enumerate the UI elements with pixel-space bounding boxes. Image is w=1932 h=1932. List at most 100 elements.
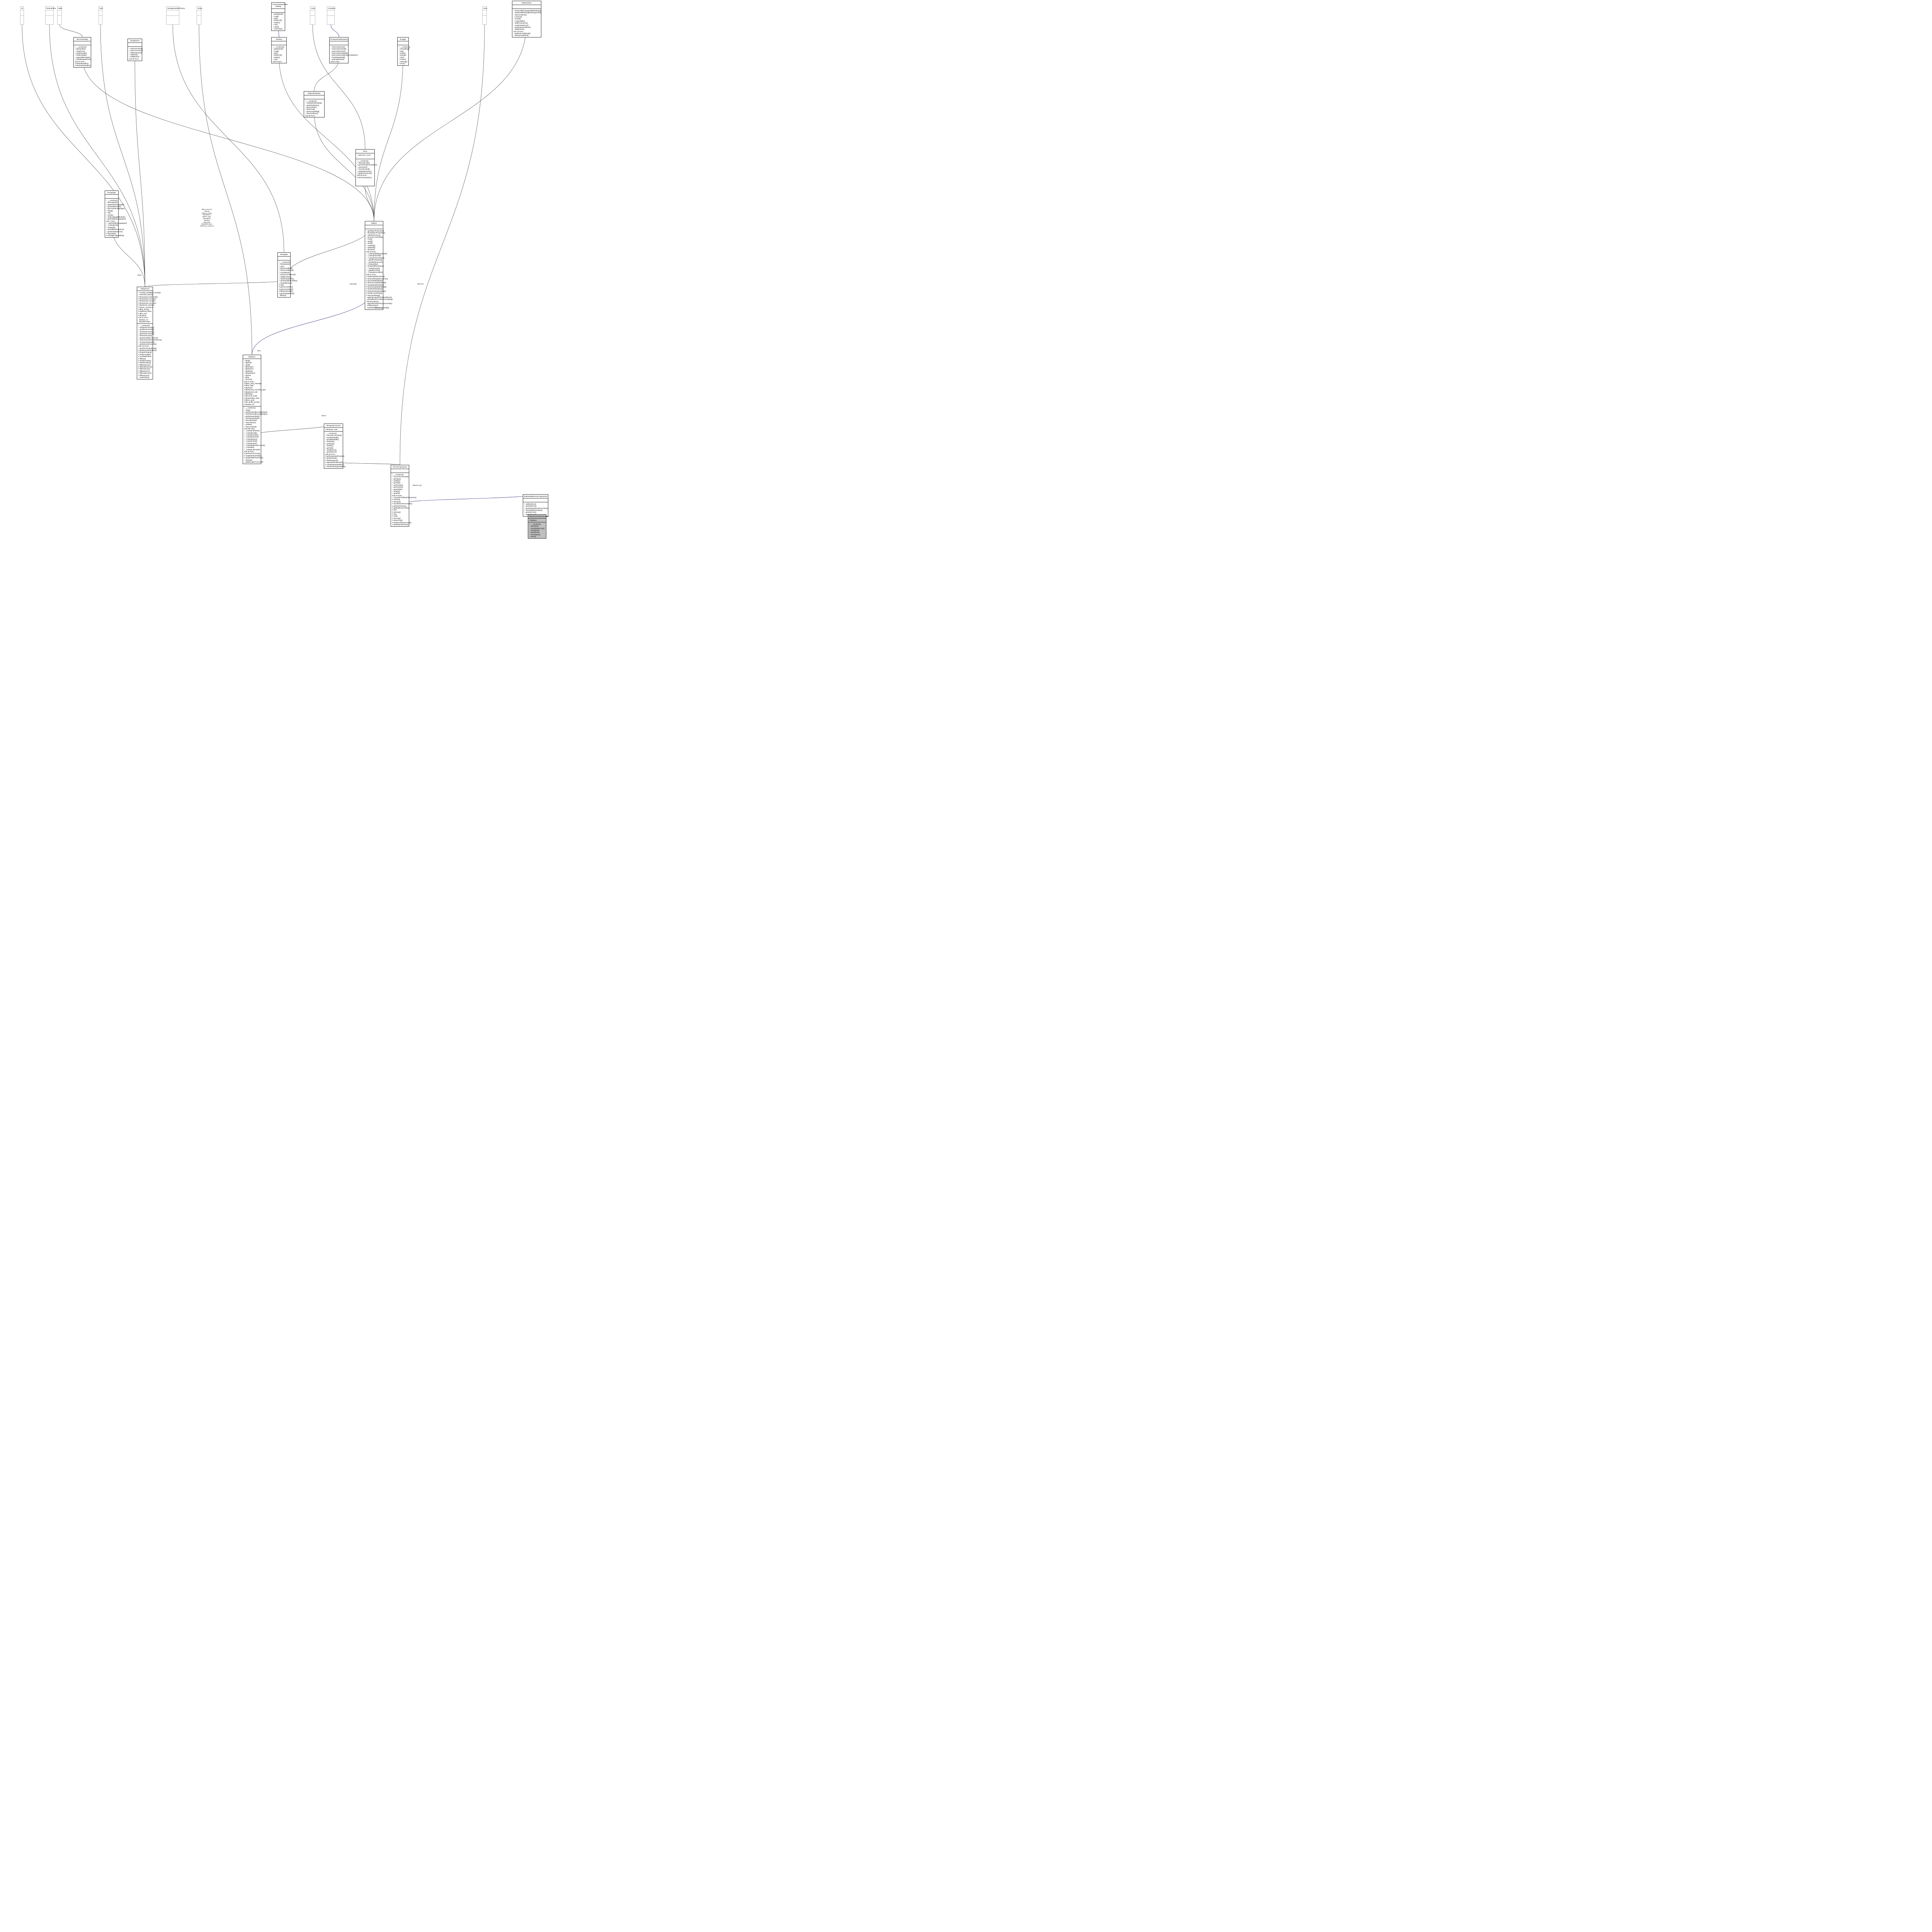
class-name: ilErrorHandling [74,37,91,42]
class-attributes [365,225,383,230]
edge-layer [22,22,606,532]
class-attributes [272,41,286,46]
class-operations [327,16,334,21]
usage-edge [400,24,485,465]
usage-edge [284,221,374,281]
class-name: static [58,7,62,11]
edge-label: #$events [417,283,424,285]
class-node-iltoolbargui[interactable]: ilToolbarGUI + setFormAction() + getForm… [128,39,143,61]
class-operations: + __construct() + executeCommand() + get… [392,473,417,526]
class-node-container[interactable]: Container [327,6,335,25]
class-node-ilerrorhandling[interactable]: ilErrorHandling + __construct() + getHan… [73,37,91,68]
class-operations: + __construct() + blockExists() + get() … [279,261,298,296]
class-attributes [128,43,142,47]
class-attributes: + FILTER_NUMBER_RANGE + EXPORT_EXCEL # $… [137,291,161,324]
class-name: StorageHandlerFactory [167,7,185,11]
class-operations: + setFormAction() + getFormAction() + ad… [129,47,143,60]
class-name: const [310,7,315,11]
class-operations [99,16,102,21]
class-name: ilPropertyFormGUI [324,424,343,428]
edge-label: #$user [321,415,327,417]
inheritance-edge [252,288,374,355]
class-name: ilTable2GUI [137,287,153,291]
class-name: int [20,7,24,11]
class-node-ilcomponentrepository[interactable]: ilComponentRepository + hasComponent() +… [329,37,358,64]
class-node-array[interactable]: array [482,6,487,25]
class-name: ilRandomTestROInputGUI [528,515,549,519]
class-attributes [483,10,486,16]
class-attributes [512,5,541,9]
class-name: ilDBInterface [512,1,541,5]
class-name: ilSetting [272,37,286,42]
edge-label: #$parent_gui [413,484,422,486]
class-attributes: # $onload_code [324,428,343,432]
class-node-ilpropertyformgui[interactable]: ilPropertyFormGUI # $onload_code + __con… [324,423,345,469]
class-node-ilobjdefinition[interactable]: ilObjectDefinition + __construct() + rea… [304,91,325,118]
class-node-string[interactable]: string [197,6,202,25]
class-node-ilobjuser[interactable]: ilObjUser + $login + $gender + $utitle +… [243,355,267,464]
class-node-ilobject[interactable]: ilObject + getObjectProperties() + flush… [365,221,393,310]
class-operations: + __construct() + executeCommand() + set… [325,432,345,468]
class-name: ilObjUser [243,355,261,359]
class-attributes: + DEFAULT_GAP ... [356,153,374,160]
usage-edge [252,423,333,436]
class-attributes [272,9,285,13]
class-node-ilformpropertygui[interactable]: ilFormPropertyGUI + __construct() + exec… [391,465,417,527]
class-operations: + doesCollationSupportMB4Strings() + san… [514,9,541,37]
class-name: ilLogger [398,37,408,42]
class-node-setting[interactable]: ILIAS\Administration \Setting + getModul… [271,2,288,31]
class-name: ilFormPropertyGUI [391,465,409,469]
usage-edge [172,24,284,252]
class-name: ilLanguage [105,191,118,195]
class-attributes [99,10,102,16]
class-operations: + __construct() + initLangCode() + getTr… [357,160,377,179]
class-node-ildbinterface[interactable]: ilDBInterface + doesCollationSupportMB4S… [512,1,541,38]
class-node-ilsubenabledformpropertygui[interactable]: ilSubEnabledFormPropertyGUI + addSubItem… [523,494,548,517]
class-node-iltree[interactable]: ilTree + DEFAULT_GAP ... + __construct()… [355,149,377,186]
class-node-runinterface[interactable]: RunInterface [45,6,56,25]
class-node-static[interactable]: static [57,6,62,25]
class-name: ilSubEnabledFormPropertyGUI [523,495,548,499]
edge-label: #$ext_account +$email +$phone_office +$i… [200,208,214,229]
class-node-logger[interactable]: ilLogger + __construct() + isHandling() … [397,37,410,66]
usage-edge [145,280,284,287]
class-operations: + __construct() + read() + getPasswordEn… [244,407,267,463]
class-attributes [58,10,61,16]
class-operations [310,16,315,21]
usage-edge [49,24,145,287]
class-node-iltemplate[interactable]: ilTemplate + __construct() + blockExists… [277,252,298,298]
usage-edge [134,56,145,287]
edge-label: -$irss [257,350,261,352]
class-attributes [327,10,334,16]
usage-edge [279,55,374,221]
class-operations: + __construct() + getLangKey() + getDefa… [106,199,127,237]
class-operations: + __construct() + getHandler() + raiseEr… [75,46,91,67]
class-node-illanguage[interactable]: ilLanguage + __construct() + getLangKey(… [105,190,127,238]
class-operations [483,16,486,21]
usage-edge [59,24,82,37]
class-node-ilrandomtestroinputgui[interactable]: ilRandomTestROInputGUI # $values + __con… [528,514,549,539]
class-node-const[interactable]: const [310,6,315,25]
class-attributes [74,41,91,46]
class-operations: + hasComponent() + hasComponentId() + ge… [331,46,358,63]
class-node-bool[interactable]: bool [99,6,103,25]
class-operations: + __construct() + isHandling() + log() +… [399,46,410,65]
class-node-iltable2gui[interactable]: ilTable2GUI + FILTER_NUMBER_RANGE + EXPO… [137,287,162,379]
class-operations: + __construct() + getModule() + read() +… [273,46,284,63]
class-operations: + __construct() + setOpenFormTag() + get… [138,324,162,378]
class-attributes [304,95,324,100]
class-name: ilObject [365,221,383,226]
class-node-storagehandlerfactory[interactable]: StorageHandlerFactory [166,6,185,25]
class-node-int[interactable]: int [20,6,24,25]
class-name: string [197,7,202,11]
class-operations: + __construct() + readDefinitionData() +… [305,100,322,117]
class-name: bool [99,7,103,11]
class-operations [167,16,179,21]
class-name: ilComponentRepository [330,37,348,42]
class-operations [46,16,53,21]
class-node-ilsetting[interactable]: ilSetting + __construct() + getModule() … [271,37,287,64]
class-name: ILIAS\Administration \Setting [272,3,288,9]
class-name: Container [327,7,335,11]
class-operations [58,16,61,21]
class-attributes [105,195,118,199]
